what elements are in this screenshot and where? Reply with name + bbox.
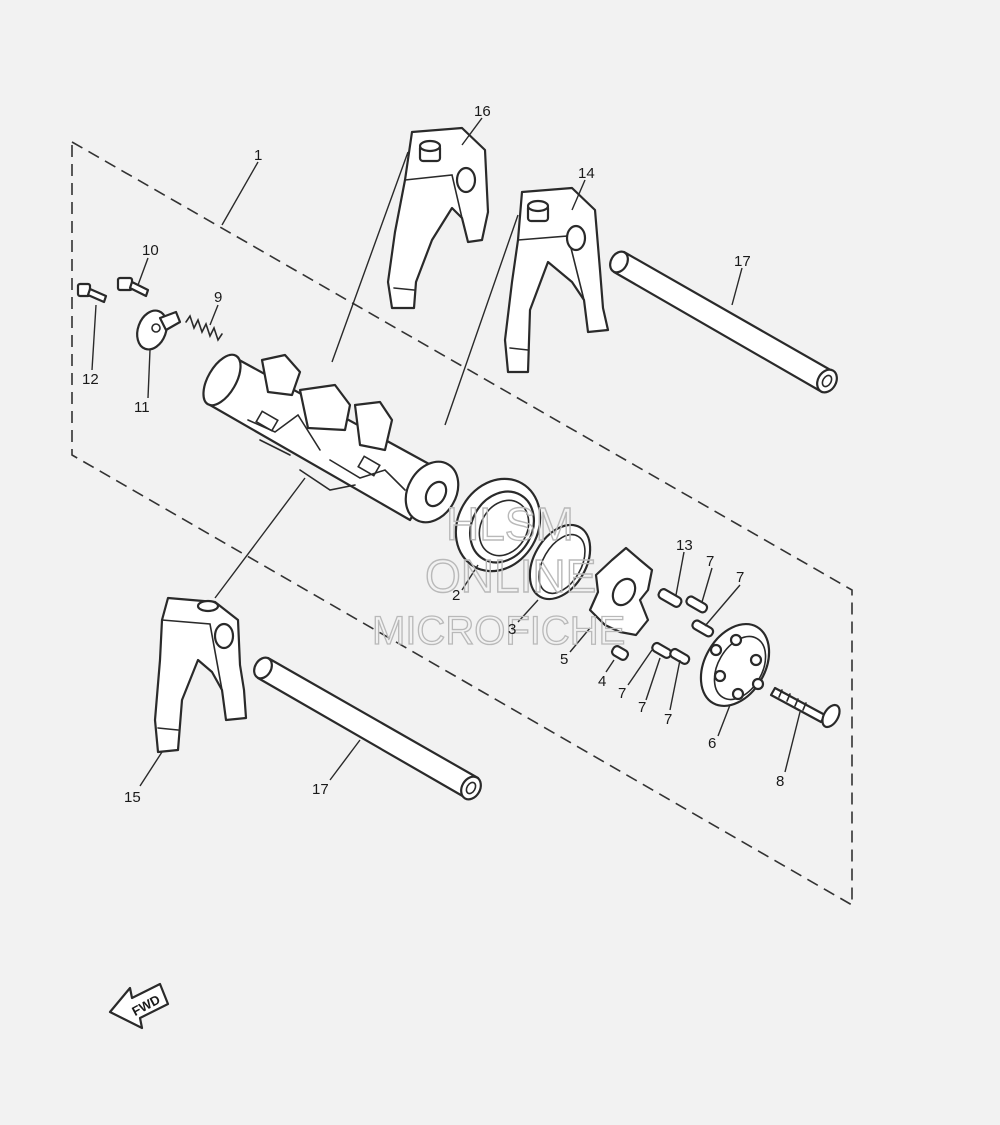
segment-5 xyxy=(588,546,654,637)
callout-1: 1 xyxy=(254,147,262,164)
callouts: 1 16 14 17 10 9 12 11 2 3 5 4 13 7 7 7 7… xyxy=(82,103,784,806)
callout-7-d: 7 xyxy=(638,699,646,716)
shift-fork-14 xyxy=(503,186,610,374)
assembly-boundary xyxy=(71,140,853,907)
callout-16: 16 xyxy=(474,103,491,120)
callout-8: 8 xyxy=(776,773,784,790)
pin-13 xyxy=(657,588,683,608)
callout-2: 2 xyxy=(452,587,460,604)
callout-9: 9 xyxy=(214,289,222,306)
watermark: HLSM ONLINE MICROFICHE xyxy=(371,497,626,653)
callout-7-b: 7 xyxy=(736,569,744,586)
bearing-2 xyxy=(454,477,542,573)
callout-5: 5 xyxy=(560,651,568,668)
callout-17-lower: 17 xyxy=(312,781,329,798)
pins-7 xyxy=(651,595,715,665)
shift-shaft-17-lower xyxy=(253,656,482,801)
shift-fork-15 xyxy=(153,596,248,754)
circlip-3 xyxy=(528,523,592,601)
stopper-lever-11 xyxy=(136,309,182,351)
watermark-line-3: MICROFICHE xyxy=(372,609,625,653)
watermark-line-2: ONLINE xyxy=(425,550,596,602)
bolt-10 xyxy=(116,276,150,298)
callout-4: 4 xyxy=(598,673,606,690)
segment-6 xyxy=(699,622,771,708)
callout-7-c: 7 xyxy=(618,685,626,702)
fwd-arrow: FWD xyxy=(108,982,170,1030)
callout-15: 15 xyxy=(124,789,141,806)
shift-drum-1 xyxy=(202,353,460,524)
shift-shaft-17-upper xyxy=(609,250,838,394)
dowel-pin-4 xyxy=(610,645,630,661)
watermark-line-1: HLSM xyxy=(446,498,574,550)
callout-11: 11 xyxy=(134,399,150,416)
callout-6: 6 xyxy=(708,735,716,752)
callout-7-a: 7 xyxy=(706,553,714,570)
callout-14: 14 xyxy=(578,165,595,182)
callout-13: 13 xyxy=(676,537,693,554)
bolt-12 xyxy=(76,282,108,304)
callout-3: 3 xyxy=(508,621,516,638)
callout-17-upper: 17 xyxy=(734,253,751,270)
leader-lines xyxy=(91,117,801,787)
callout-12: 12 xyxy=(82,371,99,388)
screw-8 xyxy=(769,686,841,729)
callout-10: 10 xyxy=(142,242,159,259)
callout-7-e: 7 xyxy=(664,711,672,728)
shift-fork-16 xyxy=(386,126,490,310)
spring-9 xyxy=(185,314,223,342)
